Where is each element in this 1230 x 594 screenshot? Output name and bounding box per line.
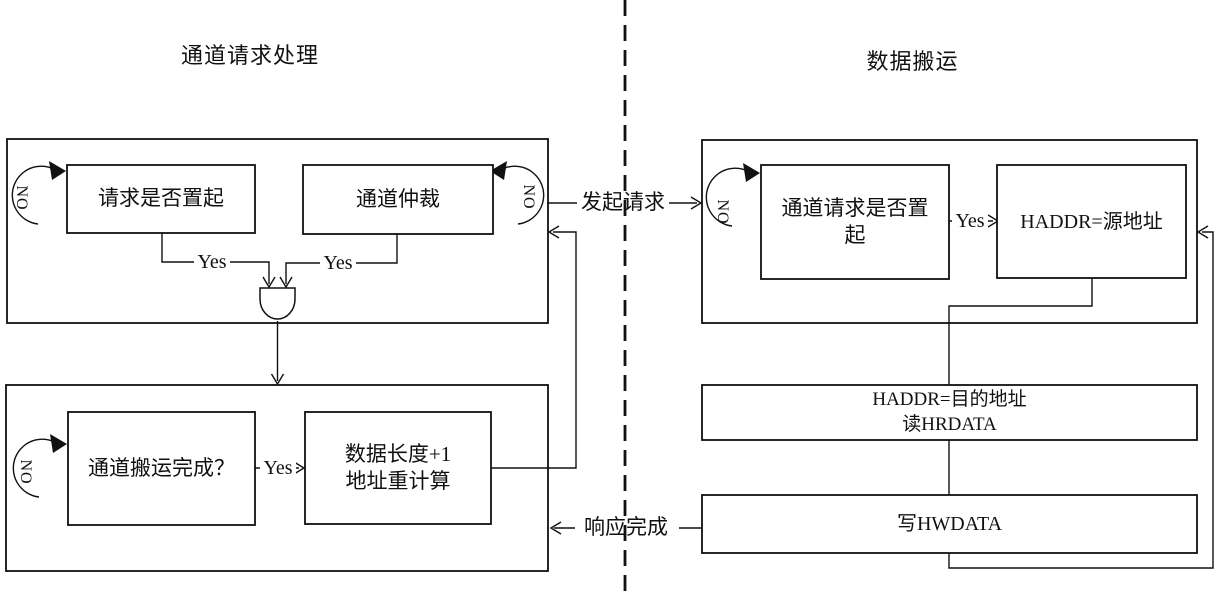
- box-channel-arbitration: [302, 164, 494, 235]
- no-arrowhead-done: [50, 434, 67, 453]
- box-length-recalc: [304, 411, 492, 525]
- yes-label-chreq: Yes: [952, 210, 988, 232]
- arrowhead-datamove-loop: [1196, 225, 1209, 239]
- no-loop-arc-done: [12, 438, 62, 498]
- arrowhead-done-yes: [293, 461, 306, 475]
- no-label-request: NO: [13, 185, 31, 211]
- yes-label-done: Yes: [260, 457, 296, 479]
- box-length-recalc-label: 数据长度+1 地址重计算: [307, 414, 489, 522]
- arrowhead-initiate-request: [690, 196, 703, 210]
- no-arrowhead-request: [49, 161, 66, 180]
- yes-label-arbitration: Yes: [320, 252, 356, 274]
- box-channel-request-asserted-label: 通道请求是否置 起: [763, 167, 947, 277]
- box-write-hwdata: [701, 494, 1198, 554]
- box-transfer-done-label: 通道搬运完成？: [88, 455, 235, 480]
- and-gate-icon: [259, 287, 296, 320]
- box-haddr-dest-line1: HADDR=目的地址: [872, 388, 1027, 410]
- connector-datamove-loop: [948, 231, 1214, 569]
- initiate-request-label: 发起请求: [581, 190, 665, 215]
- arrowhead-gate-right: [279, 276, 293, 289]
- no-label-done: NO: [17, 459, 35, 485]
- box-request-asserted: [66, 164, 256, 234]
- box-haddr-dest-read-label: HADDR=目的地址 读HRDATA: [704, 386, 1195, 439]
- no-arrowhead-chreq: [743, 163, 760, 182]
- arrowhead-gate-left: [262, 276, 276, 289]
- left-section-title: 通道请求处理: [180, 42, 319, 68]
- arrowhead-down-to-lower-box: [270, 373, 285, 386]
- no-label-arbitration: NO: [520, 184, 538, 210]
- box-request-asserted-label: 请求是否置起: [98, 186, 224, 211]
- box-channel-request-asserted: [760, 164, 950, 280]
- box-haddr-dest-line2: 读HRDATA: [902, 413, 997, 435]
- box-length-recalc-line2: 地址重计算: [345, 469, 451, 493]
- no-arrowhead-arbitration: [490, 161, 507, 180]
- box-channel-arbitration-label: 通道仲裁: [356, 186, 440, 211]
- box-length-recalc-line1: 数据长度+1: [344, 441, 452, 466]
- box-channel-request-asserted-line1: 通道请求是否置: [781, 195, 929, 220]
- box-channel-request-asserted-line2: 起: [844, 223, 866, 247]
- container-channel-request-top: [6, 138, 549, 324]
- box-haddr-source-label: HADDR=源地址: [1020, 210, 1163, 233]
- box-write-hwdata-label: 写HWDATA: [896, 513, 1003, 535]
- no-label-chreq: NO: [714, 199, 732, 225]
- right-section-title: 数据搬运: [866, 48, 959, 74]
- arrowhead-response-done: [549, 521, 562, 535]
- box-haddr-dest-read: [701, 384, 1198, 441]
- container-data-move: [701, 139, 1198, 324]
- no-loop-arc-arbitration: [495, 165, 545, 225]
- box-transfer-done: [67, 411, 256, 526]
- box-haddr-source: [996, 164, 1187, 279]
- container-channel-request-bottom: [5, 384, 549, 572]
- yes-label-request: Yes: [194, 251, 230, 273]
- arrowhead-recalc-feedback: [547, 225, 560, 239]
- no-loop-arc-chreq: [705, 167, 755, 227]
- connector-recalc-feedback: [491, 231, 577, 469]
- response-done-label: 响应完成: [584, 515, 668, 540]
- no-loop-arc-request: [11, 165, 61, 225]
